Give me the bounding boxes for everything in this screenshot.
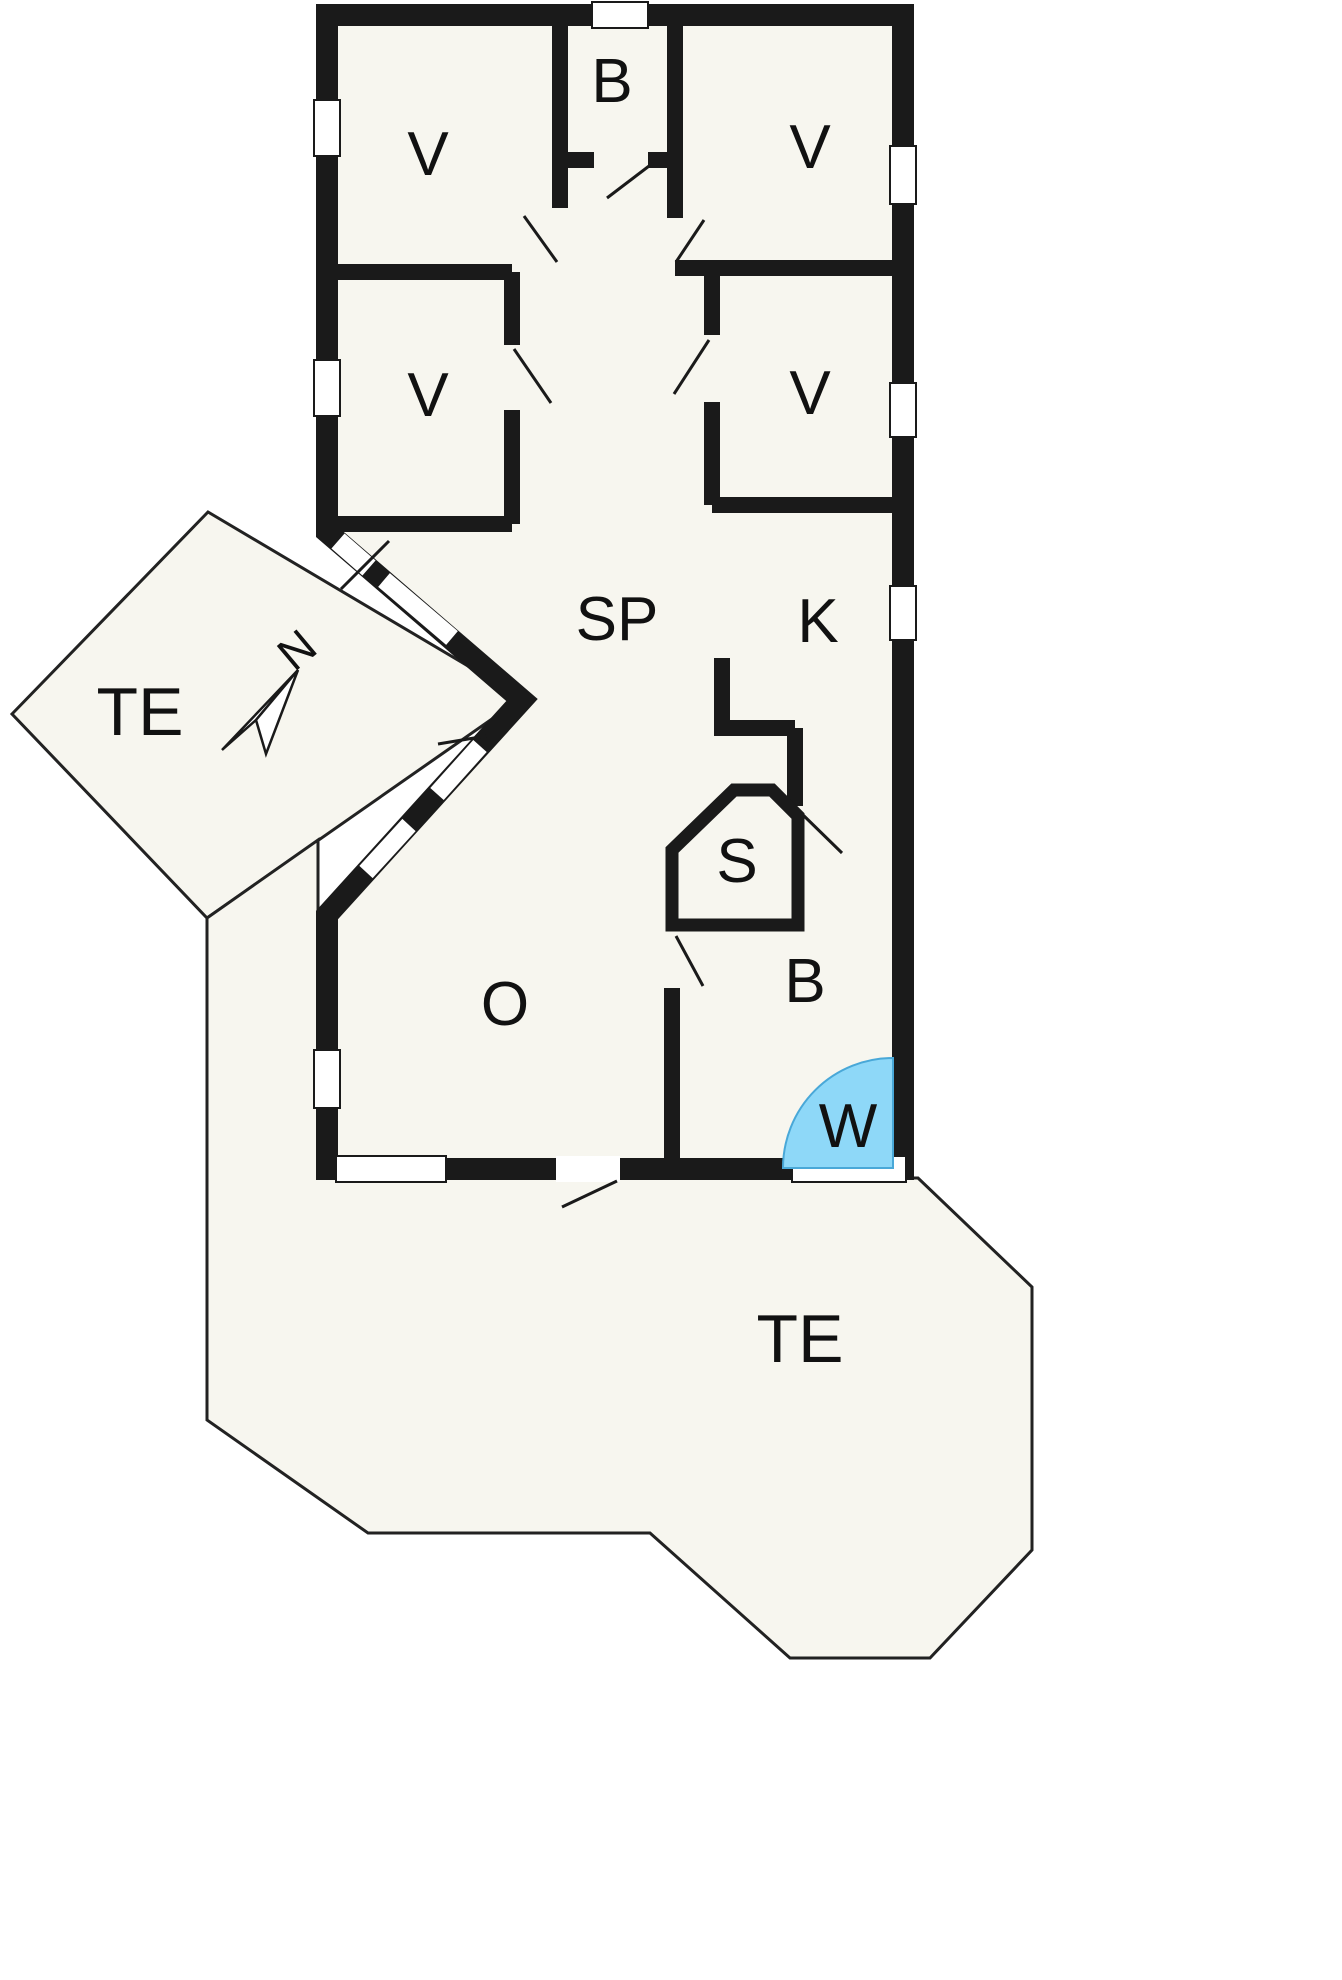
room-label-terrace-south: TE <box>757 1301 844 1377</box>
door-leaf <box>512 348 553 404</box>
room-label-bath-north: B <box>591 47 632 116</box>
door-leaf <box>522 215 559 263</box>
room-label-terrace-west: TE <box>97 674 184 750</box>
doors <box>339 161 844 1209</box>
window <box>313 99 341 157</box>
entrance-opening <box>556 1156 620 1182</box>
door-leaf <box>674 935 705 987</box>
window <box>313 1049 341 1109</box>
whirlpool-area <box>781 1056 894 1169</box>
door-leaf <box>561 1179 618 1209</box>
window <box>359 818 416 879</box>
room-label-dining: SP <box>576 585 659 654</box>
window <box>313 359 341 417</box>
room-label-bedroom-e: V <box>789 359 831 428</box>
interior-walls <box>327 4 892 1180</box>
door-leaf <box>606 161 654 200</box>
window <box>889 585 917 641</box>
window <box>591 1 649 29</box>
door-leaf <box>674 219 706 263</box>
room-label-bedroom-w: V <box>407 361 449 430</box>
window <box>889 145 917 205</box>
door-leaf <box>437 733 493 746</box>
room-label-kitchen: K <box>797 587 838 656</box>
room-label-whirlpool: W <box>819 1092 878 1161</box>
door-leaf <box>672 339 711 395</box>
room-label-living: O <box>481 970 529 1039</box>
room-label-bath-south: B <box>784 947 825 1016</box>
window <box>378 573 458 645</box>
window <box>335 1155 447 1183</box>
north-arrow-icon <box>254 669 300 758</box>
room-label-bedroom-nw: V <box>407 120 449 189</box>
door-leaf <box>339 539 391 591</box>
door-leaf <box>798 810 844 855</box>
room-label-bedroom-ne: V <box>789 113 831 182</box>
window <box>430 739 487 801</box>
room-labels: V B V V V SP K TE S B O W TE <box>97 47 878 1377</box>
door-opening <box>331 533 376 576</box>
window <box>889 382 917 438</box>
sauna-outline <box>665 783 805 932</box>
room-label-sauna: S <box>716 827 757 896</box>
